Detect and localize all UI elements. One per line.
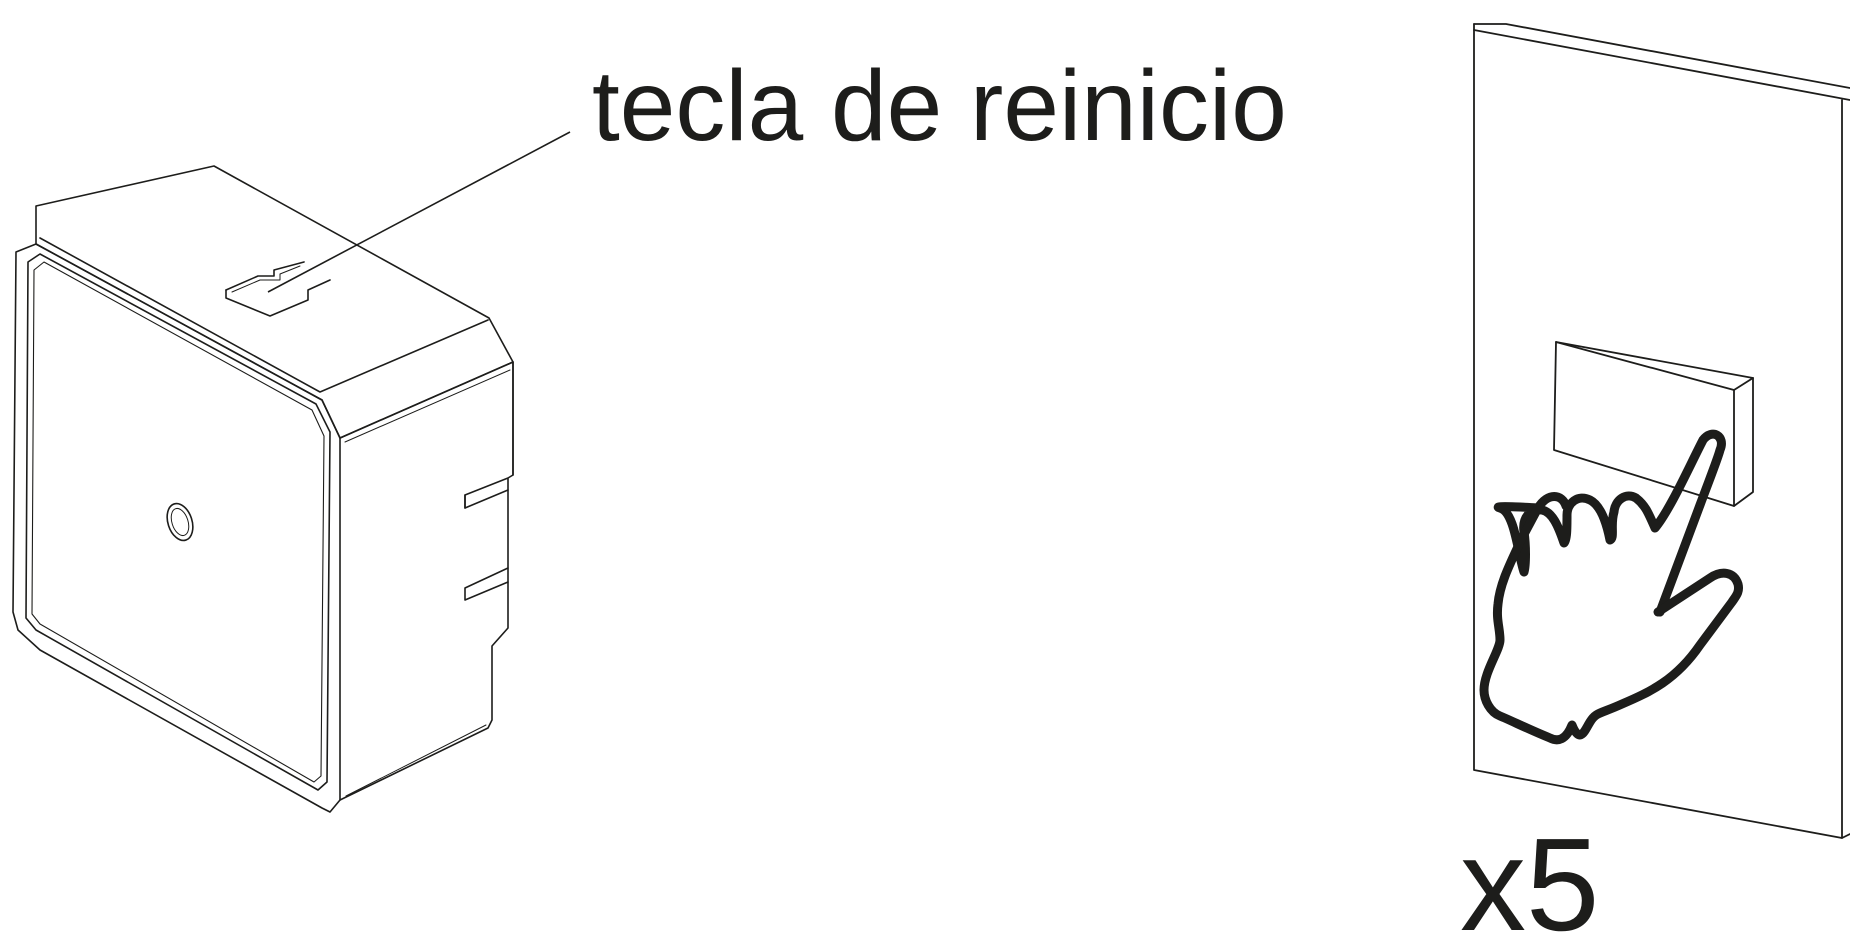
- reset-key-label: tecla de reinicio: [592, 50, 1287, 162]
- repeat-count-label: x5: [1460, 811, 1599, 933]
- pointing-hand-icon: [1479, 429, 1743, 745]
- wall-panel: [1473, 23, 1850, 839]
- device-module: [12, 165, 514, 813]
- reset-key-leader-line: [267, 131, 571, 293]
